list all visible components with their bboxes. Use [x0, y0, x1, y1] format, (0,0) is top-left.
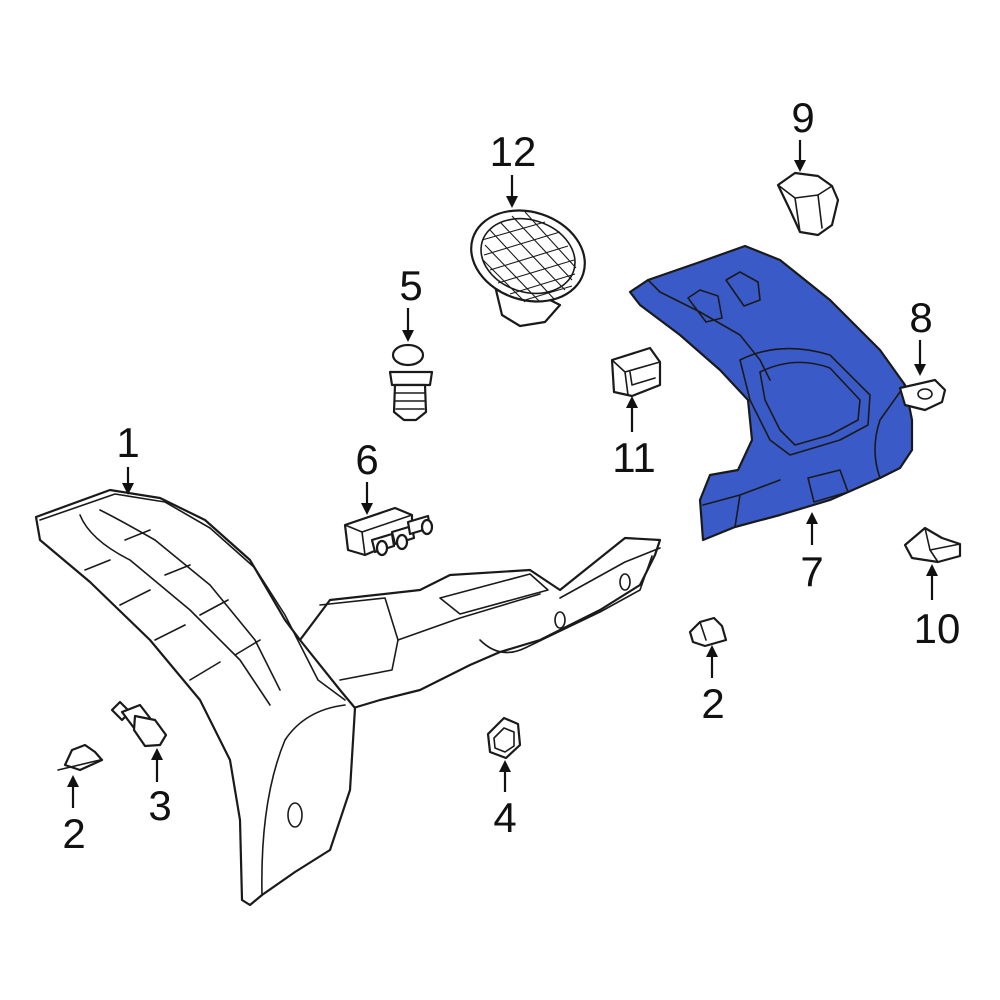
part-3-push-pin — [110, 700, 168, 748]
callout-labels: 1 2 2 3 4 5 6 7 8 9 10 11 12 — [62, 94, 960, 857]
callout-8: 8 — [909, 294, 932, 341]
part-9-retainer — [776, 171, 840, 237]
callout-11: 11 — [612, 434, 656, 481]
callout-9: 9 — [791, 94, 814, 141]
callout-2-right: 2 — [701, 680, 724, 727]
part-7-quarter-trim-panel — [628, 244, 914, 542]
callout-arrows — [67, 140, 938, 808]
callout-6: 6 — [355, 436, 378, 483]
part-5-push-clip — [388, 343, 434, 422]
part-4-nut — [486, 716, 522, 760]
callout-4: 4 — [493, 794, 516, 841]
part-10-clip — [903, 526, 962, 564]
callout-5: 5 — [399, 262, 422, 309]
callout-10: 10 — [914, 605, 961, 652]
callout-7: 7 — [800, 548, 823, 595]
part-12-speaker-grille — [470, 209, 586, 328]
part-1-trim-panel — [34, 488, 662, 907]
part-8-tab-clip — [898, 378, 947, 412]
part-2-clip-left — [57, 743, 104, 772]
callout-2-left: 2 — [62, 810, 85, 857]
part-6-bracket — [343, 506, 434, 557]
part-2-clip-right — [688, 616, 728, 648]
part-11-clip — [610, 346, 662, 398]
callout-12: 12 — [490, 128, 537, 175]
callout-1: 1 — [116, 419, 139, 466]
callout-3: 3 — [148, 782, 171, 829]
